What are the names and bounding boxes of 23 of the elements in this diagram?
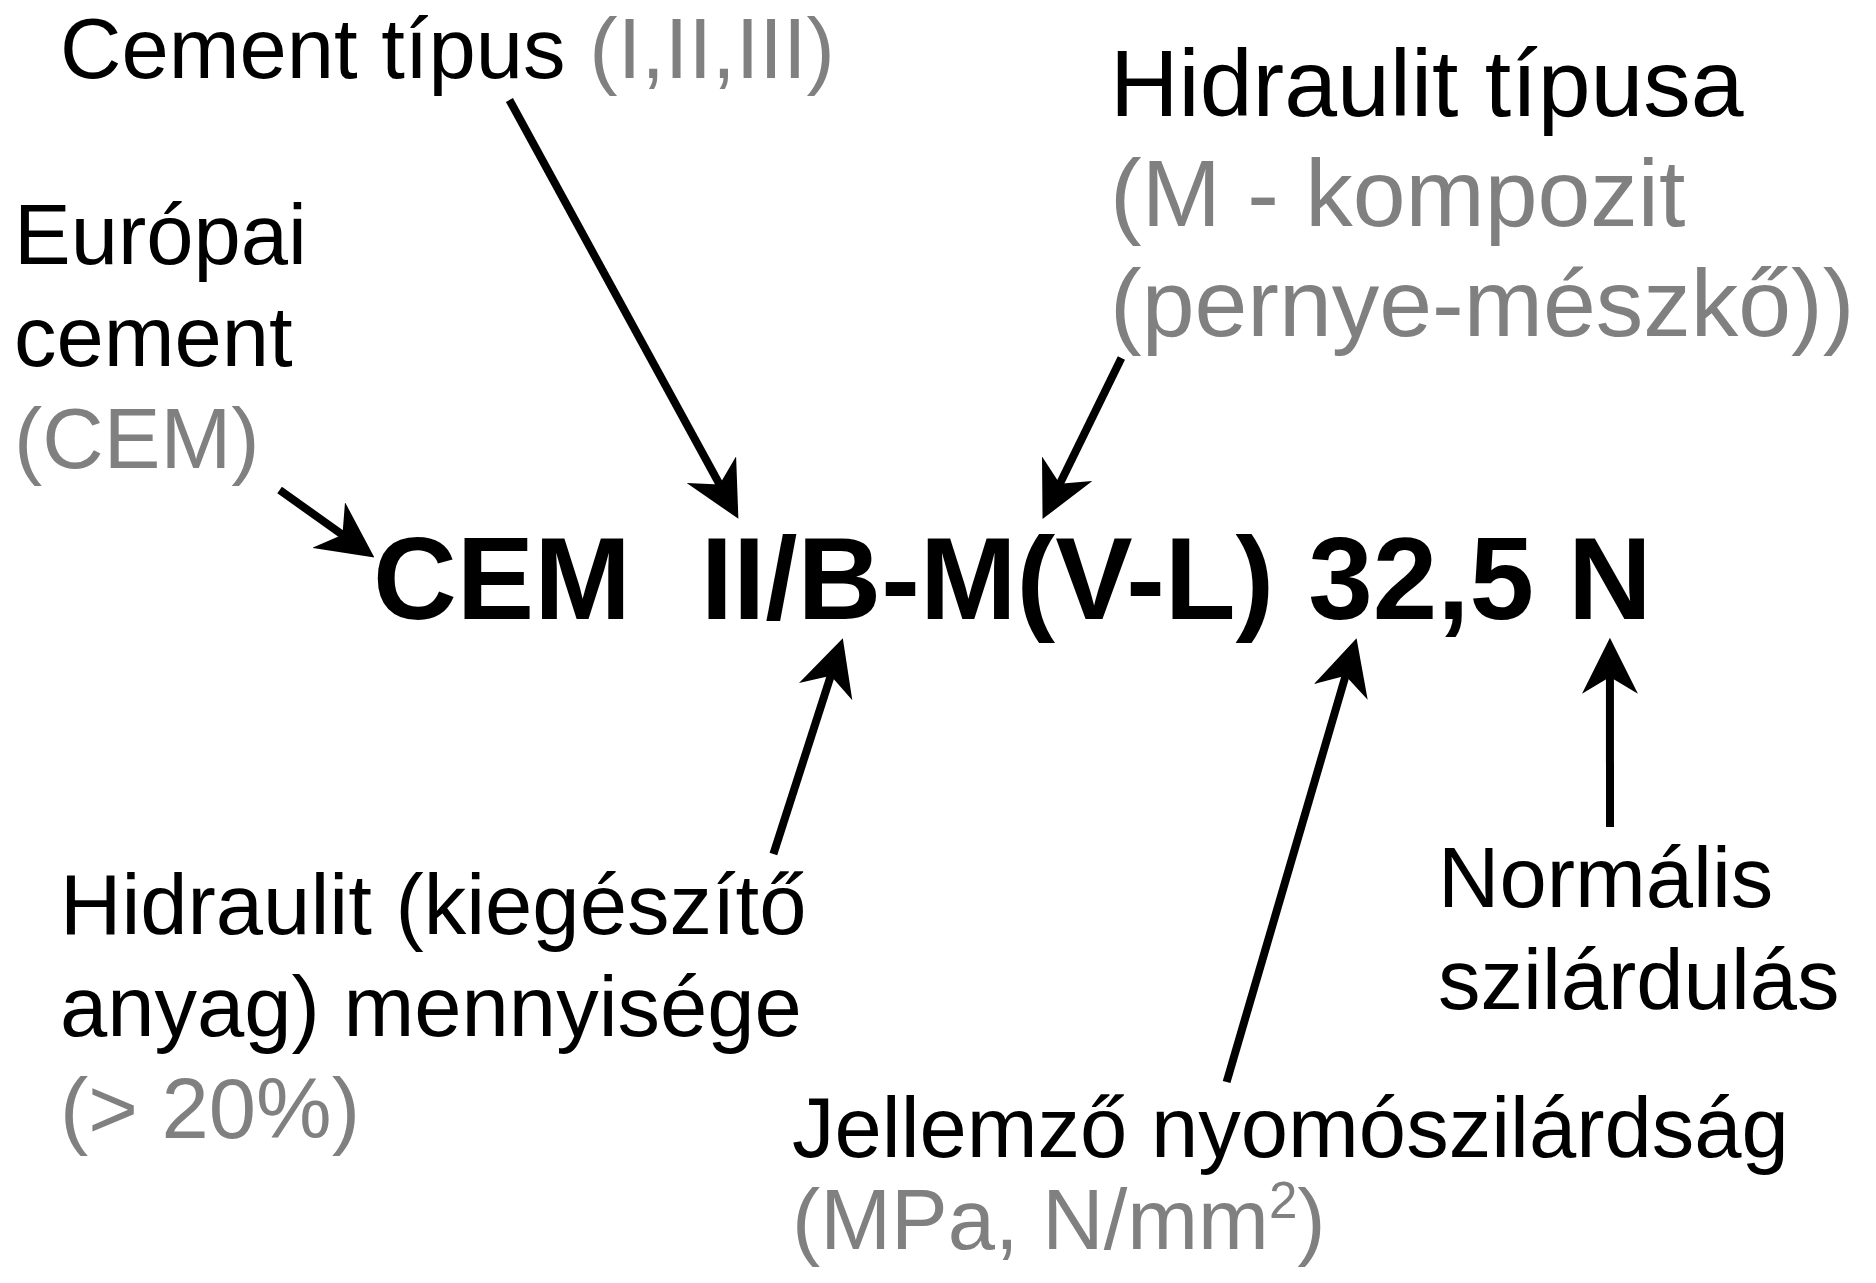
designation-code: B <box>797 509 882 649</box>
annotation-detail: (I,II,III) <box>589 1 835 96</box>
arrow <box>1042 356 1125 520</box>
annotation-text: Jellemző nyomószilárdság <box>792 1082 1790 1174</box>
designation-separator: - <box>881 513 920 646</box>
arrow <box>1222 638 1368 1084</box>
arrow <box>505 98 739 519</box>
annotation-detail: (MPa, N/mm$^{2}$) <box>792 1174 1326 1266</box>
arrow <box>769 638 853 856</box>
designation-separator: / <box>765 513 798 646</box>
designation-code: M(V-L) <box>919 509 1275 649</box>
designation-code: II <box>700 509 766 649</box>
annotation-text: Cement típus <box>60 1 566 96</box>
annotation-text: Európai cement <box>14 186 308 386</box>
arrow <box>277 486 375 558</box>
annotation-detail: (CEM) <box>14 390 261 488</box>
annotation-detail: (M - kompozit (pernye-mészkő)) <box>1110 139 1856 358</box>
designation-code: CEM <box>373 509 631 649</box>
annotation-text: Normális szilárdulás <box>1438 829 1841 1029</box>
annotation-text: Hidraulit (kiegészítő anyag) mennyisége <box>60 856 808 1056</box>
designation-code: N <box>1568 509 1652 649</box>
annotation-text: Hidraulit típusa <box>1110 29 1745 138</box>
designation-code: 32,5 <box>1308 509 1535 649</box>
